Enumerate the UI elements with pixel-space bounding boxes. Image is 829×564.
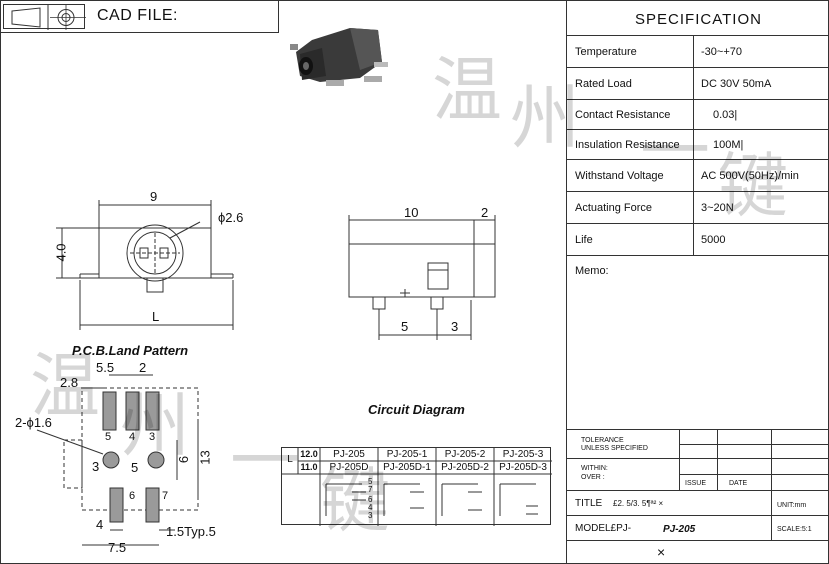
product-photo	[290, 28, 388, 86]
circuit-model: PJ-205-2	[444, 449, 486, 460]
pcb-dim-2-8: 2.8	[60, 375, 79, 390]
pin-5-label: 5	[105, 431, 112, 443]
pcb-dim-2: 2	[139, 360, 147, 375]
spec-key: Life	[575, 233, 593, 246]
spec-title: SPECIFICATION	[567, 0, 829, 36]
circuit-model: PJ-205D	[329, 462, 369, 473]
technical-drawing	[36, 28, 496, 546]
over-label: OVER :	[581, 474, 605, 481]
spec-value: 100M|	[713, 138, 744, 151]
side-view	[348, 215, 496, 340]
pcb-dim-13: 13	[197, 450, 213, 465]
pin-3-top-label: 3	[149, 431, 156, 443]
dim-width-label: 9	[150, 189, 158, 204]
pcb-dim-7-5: 7.5	[108, 540, 127, 555]
spec-key: Rated Load	[575, 77, 632, 90]
spec-value: 5000	[701, 233, 726, 246]
pcb-dim-6: 6	[176, 455, 192, 464]
pin-6-label: 6	[129, 490, 136, 502]
circuit-pin-label: 6	[368, 495, 373, 504]
pcb-dim-hole: 2-ϕ1.6	[15, 415, 52, 430]
dim-2-label: 2	[481, 205, 489, 220]
memo-label: Memo:	[575, 265, 609, 277]
spec-value: 0.03|	[713, 108, 738, 121]
issue-label: ISSUE	[685, 480, 707, 487]
pcb-dim-5-center: 5	[131, 460, 139, 475]
tolerance-label: TOLERANCE	[581, 437, 624, 444]
date-label: DATE	[729, 480, 748, 487]
pcb-title: P.C.B.Land Pattern	[72, 343, 189, 358]
circuit-model: PJ-205-1	[386, 449, 428, 460]
dim-3-label: 3	[451, 319, 459, 334]
spec-key: Actuating Force	[575, 201, 653, 214]
circuit-pin-label: 5	[368, 477, 373, 486]
title-block: TOLERANCE UNLESS SPECIFIED WITHIN: OVER …	[567, 429, 829, 564]
title-value: £2. 5/3. 5¶ª² ×	[613, 499, 664, 508]
spec-row-actuating-force: Actuating Force 3~20N	[567, 192, 829, 224]
circuit-model: PJ-205D-3	[499, 462, 547, 473]
scale-label: SCALE:5:1	[777, 526, 812, 533]
pcb-dim-5-5: 5.5	[96, 360, 115, 375]
pcb-dim-1-5: 1.5Typ.5	[166, 524, 216, 539]
spec-row-contact-resistance: Contact Resistance 0.03|	[567, 100, 829, 130]
model-label: MODEL£PJ-	[575, 523, 632, 534]
projection-symbol-icon	[3, 4, 86, 30]
spec-row-life: Life 5000	[567, 224, 829, 256]
pcb-land-pattern	[36, 374, 199, 546]
circuit-model: PJ-205-3	[502, 449, 544, 460]
cad-file-label: CAD FILE:	[97, 7, 178, 24]
spec-row-temperature: Temperature -30~+70	[567, 36, 829, 68]
top-view	[56, 200, 234, 330]
spec-key: Contact Resistance	[575, 108, 671, 121]
footer-mark: ×	[657, 544, 666, 560]
dim-10-label: 10	[404, 205, 419, 220]
spec-row-withstand-voltage: Withstand Voltage AC 500V(50Hz)/min	[567, 160, 829, 192]
circuit-pin-label: 4	[368, 503, 373, 512]
within-label: WITHIN:	[581, 465, 608, 472]
unless-specified-label: UNLESS SPECIFIED	[581, 445, 648, 452]
spec-row-insulation-resistance: Insulation Resistance 100M|	[567, 130, 829, 160]
circuit-title: Circuit Diagram	[368, 402, 465, 417]
specification-panel: SPECIFICATION Temperature -30~+70 Rated …	[566, 0, 829, 564]
spec-key: Temperature	[575, 45, 637, 58]
dim-height-label: 4.0	[53, 243, 69, 262]
model-value: PJ-205	[663, 524, 696, 535]
pin-3-label: 3	[92, 459, 100, 474]
spec-row-rated-load: Rated Load DC 30V 50mA	[567, 68, 829, 100]
circuit-model: PJ-205D-1	[383, 462, 431, 473]
spec-value: DC 30V 50mA	[701, 77, 772, 90]
circuit-L-label: L	[287, 454, 293, 465]
pin-4-label: 4	[129, 431, 136, 443]
dim-5-label: 5	[401, 319, 409, 334]
circuit-pin-label: 3	[368, 511, 373, 520]
unit-label: UNIT:mm	[777, 502, 807, 509]
pcb-dim-4: 4	[96, 517, 104, 532]
cad-header: CAD FILE:	[0, 0, 279, 33]
circuit-table: L 12.0 11.0 PJ-205 PJ-205-1 PJ-205-2 PJ-…	[281, 447, 552, 526]
circuit-model: PJ-205D-2	[441, 462, 489, 473]
spec-key: Insulation Resistance	[575, 138, 680, 151]
spec-value: AC 500V(50Hz)/min	[701, 169, 799, 182]
dim-diameter-label: ϕ2.6	[218, 210, 244, 225]
pin-7-label: 7	[162, 490, 169, 502]
spec-value: 3~20N	[701, 201, 734, 214]
circuit-len-12: 12.0	[300, 449, 318, 459]
circuit-model: PJ-205	[333, 449, 365, 460]
spec-value: -30~+70	[701, 45, 742, 58]
spec-key: Withstand Voltage	[575, 169, 664, 182]
circuit-len-11: 11.0	[300, 462, 318, 472]
dim-length-label: L	[152, 309, 160, 324]
title-label: TITLE	[575, 498, 603, 509]
circuit-pin-label: 7	[368, 485, 373, 494]
